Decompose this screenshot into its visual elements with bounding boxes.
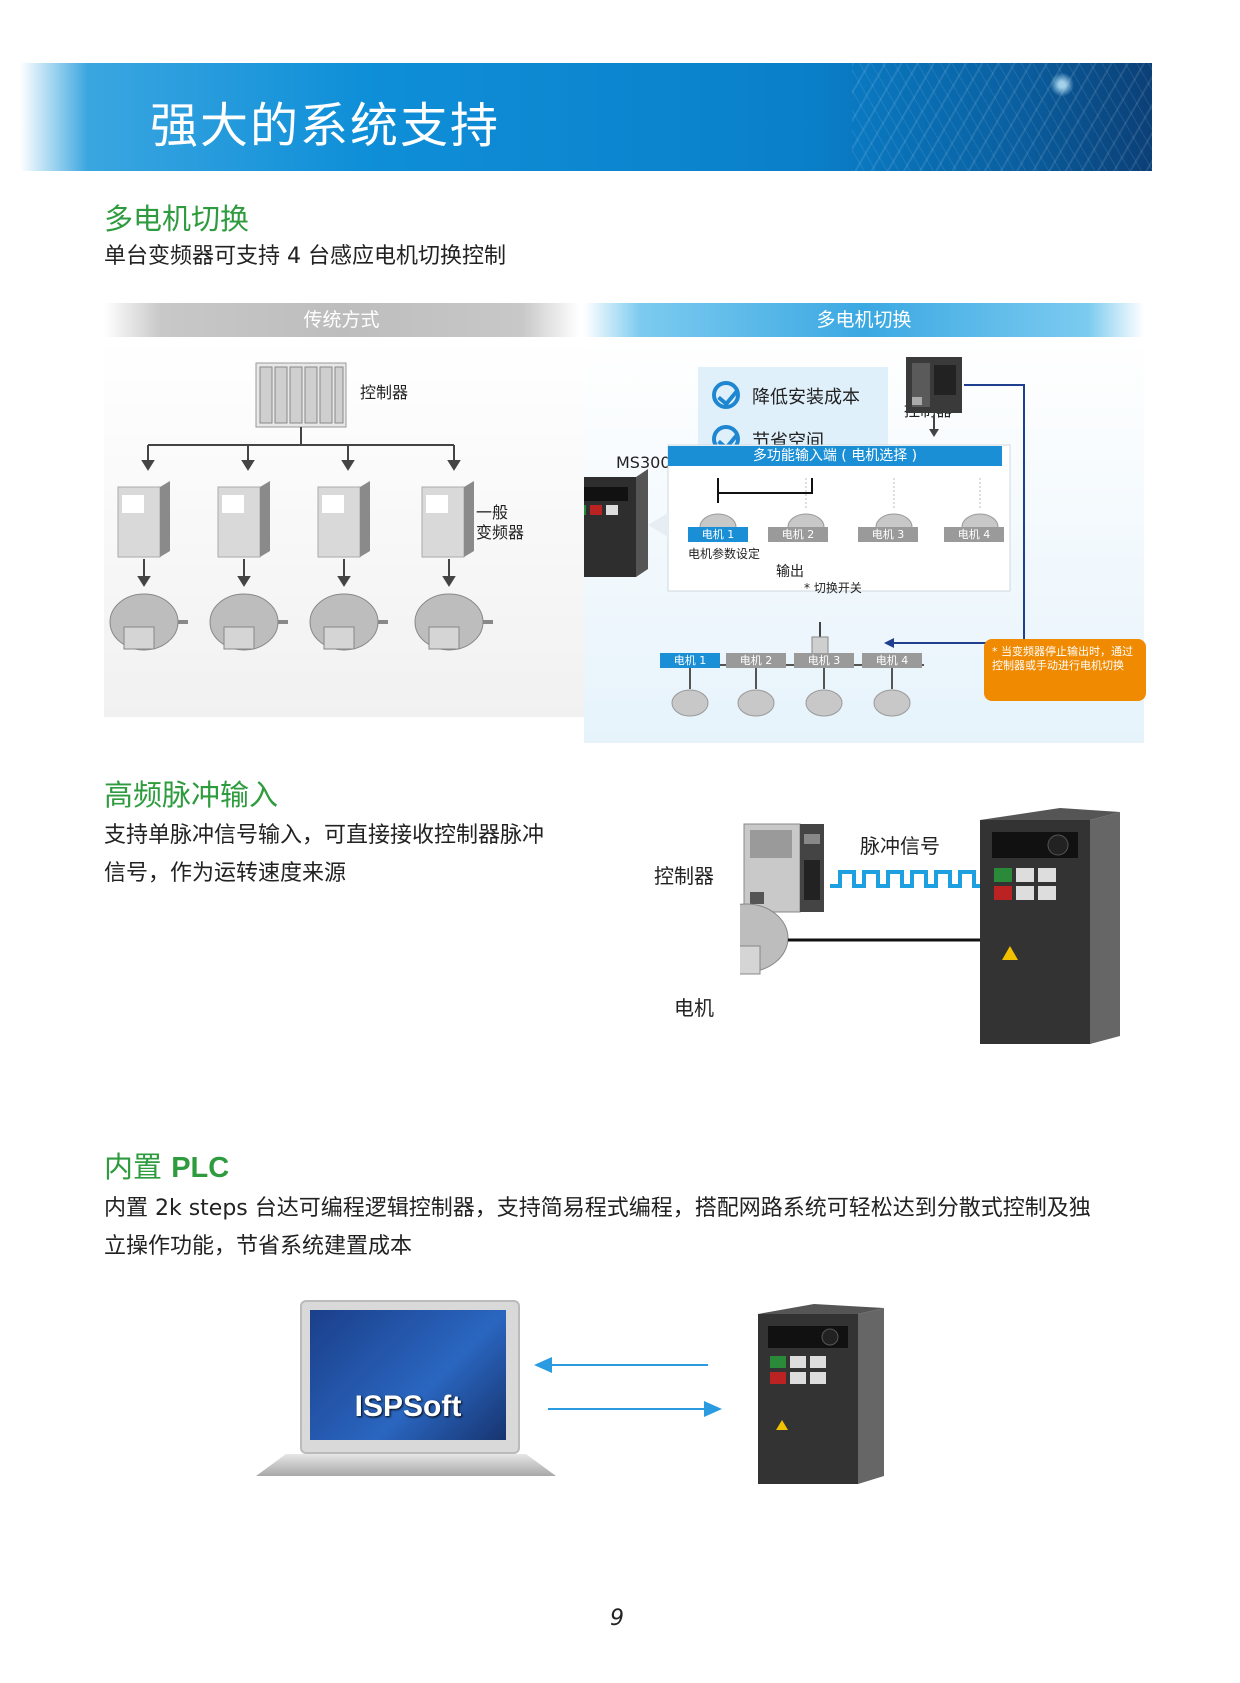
traditional-illustration [109,362,493,651]
pulse-motor-label: 电机 [674,996,714,1020]
arrow-left-icon [534,1357,552,1373]
section-title-multi-motor: 多电机切换 [104,202,250,236]
motor-label-bottom-4: 电机 4 [862,653,922,668]
plc-controller-icon [906,357,962,413]
ms300-drive-icon [584,469,648,577]
left-controller-label: 控制器 [360,383,409,402]
pulse-text-line2: 信号，作为运转速度来源 [104,861,347,886]
plc-drive-illustration [758,1304,884,1484]
drive-label-line1: 一般 [476,503,509,522]
page-title: 强大的系统支持 [150,98,501,154]
check-icon [712,381,740,409]
drive-model-label: MS300 [616,453,671,472]
arrow-right-line [548,1408,708,1410]
motor-icon [740,903,789,975]
laptop-base [256,1454,556,1476]
arrow-right-icon [704,1401,722,1417]
plc-text-line2: 立操作功能，节省系统建置成本 [104,1234,413,1259]
page-number: 9 [610,1606,624,1631]
laptop-illustration: ISPSoft [256,1300,556,1500]
plc-title-prefix: 内置 [104,1150,172,1184]
section-subtitle-multi-motor: 单台变频器可支持 4 台感应电机切换控制 [104,244,506,269]
controller-rack-icon [255,362,347,428]
tech-background [852,63,1152,171]
arrow-left-line [548,1364,708,1366]
plc-controller-icon [743,823,824,913]
laptop-screen: ISPSoft [310,1310,506,1440]
motor-label-bottom-1: 电机 1 [660,653,720,668]
motor-icons [109,593,493,651]
motor-label-bottom-2: 电机 2 [726,653,786,668]
multi-function-input-bar: 多功能输入端 ( 电机选择 ) [668,446,1002,466]
plc-text-line1: 内置 2k steps 台达可编程逻辑控制器，支持简易程式编程，搭配网路系统可轻… [104,1196,1091,1221]
output-label: 输出 [776,564,804,580]
plc-title-bold: PLC [171,1152,230,1184]
header-banner [20,63,1152,171]
left-drive-label: 一般 变频器 [476,503,524,543]
multi-motor-header: 多电机切换 [584,303,1144,337]
switch-label: * 切换开关 [804,581,862,595]
motor-label-top-3: 电机 3 [858,527,918,542]
drive-icons [117,481,474,558]
section-title-pulse-input: 高频脉冲输入 [104,778,279,812]
benefit-cost: 降低安装成本 [752,387,860,408]
motor-label-top-4: 电机 4 [944,527,1004,542]
plc-description: 内置 2k steps 台达可编程逻辑控制器，支持简易程式编程，搭配网路系统可轻… [104,1190,1154,1266]
drive-label-line2: 变频器 [476,523,525,542]
multi-motor-illustration [584,357,1025,717]
pulse-input-description: 支持单脉冲信号输入，可直接接收控制器脉冲 信号，作为运转速度来源 [104,817,544,893]
motor-label-top-1: 电机 1 [688,527,748,542]
switch-note: * 当变频器停止输出时，通过控制器或手动进行电机切换 [984,639,1146,701]
motor-label-top-2: 电机 2 [768,527,828,542]
motor-label-bottom-3: 电机 3 [794,653,854,668]
section-title-plc: 内置 PLC [104,1144,229,1186]
pulse-controller-label: 控制器 [654,864,714,888]
pulse-input-illustration [740,808,1120,1044]
traditional-header: 传统方式 [104,303,579,337]
pulse-text-line1: 支持单脉冲信号输入，可直接接收控制器脉冲 [104,823,545,848]
pulse-signal-label: 脉冲信号 [860,834,940,858]
pulse-waveform [830,870,984,888]
motor-param-setting-label: 电机参数设定 [688,547,761,561]
ispsoft-logo-text: ISPSoft [354,1390,462,1423]
ms300-drive-icon [980,808,1120,1044]
multi-motor-diagram: 传统方式 多电机切换 [104,303,1146,743]
